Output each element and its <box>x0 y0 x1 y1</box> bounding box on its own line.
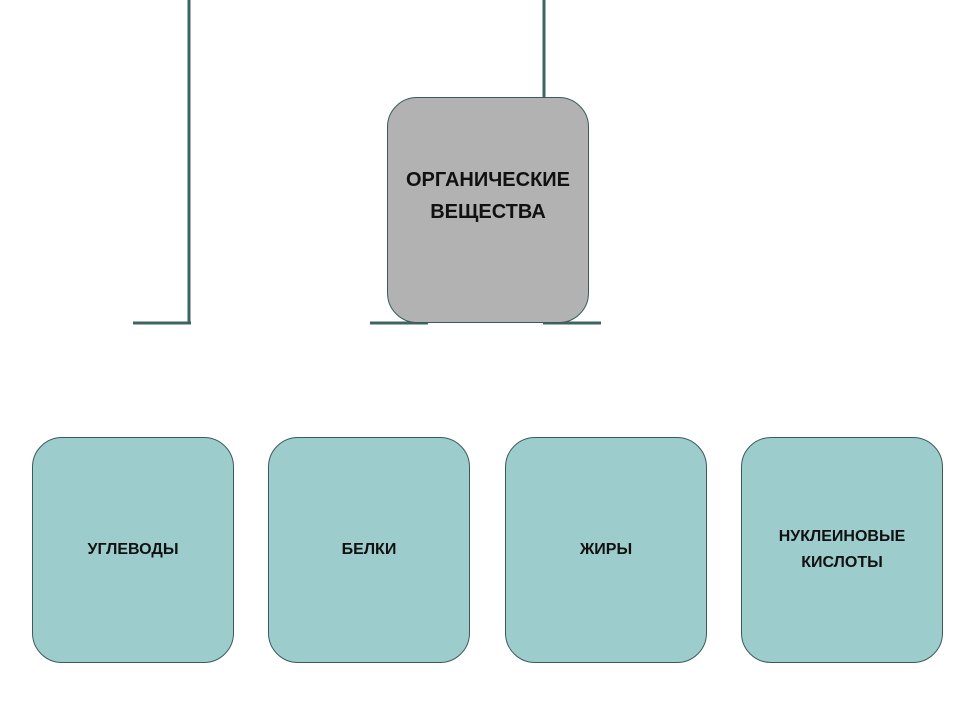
child-node-proteins: БЕЛКИ <box>268 437 470 663</box>
root-node-label: ОРГАНИЧЕСКИЕ ВЕЩЕСТВА <box>406 169 570 223</box>
child-node-label: НУКЛЕИНОВЫЕ КИСЛОТЫ <box>778 528 906 571</box>
child-node-fats: ЖИРЫ <box>505 437 707 663</box>
child-node-label: БЕЛКИ <box>341 541 397 558</box>
root-node-organic-substances: ОРГАНИЧЕСКИЕ ВЕЩЕСТВА <box>387 97 589 323</box>
child-node-label: УГЛЕВОДЫ <box>87 541 179 558</box>
child-node-nucleic-acids: НУКЛЕИНОВЫЕ КИСЛОТЫ <box>741 437 943 663</box>
child-node-label: ЖИРЫ <box>579 541 633 558</box>
child-node-carbohydrates: УГЛЕВОДЫ <box>32 437 234 663</box>
